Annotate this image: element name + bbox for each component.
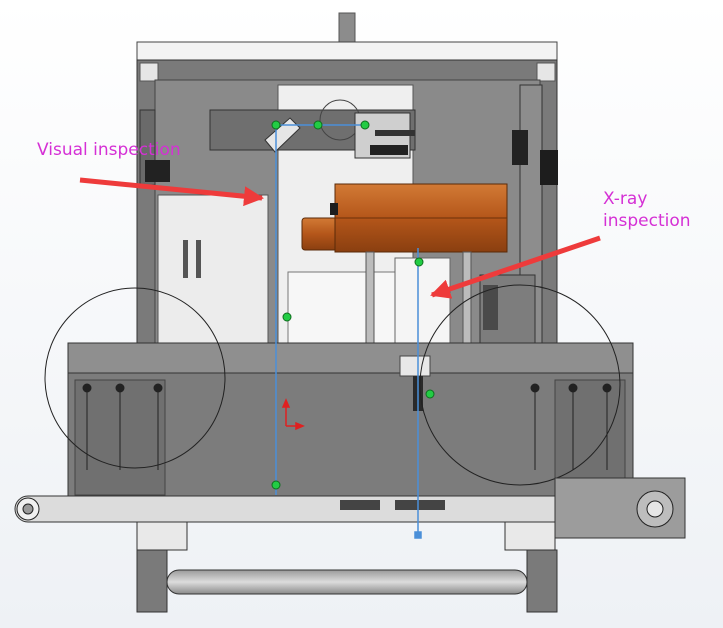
latches xyxy=(82,383,612,470)
xray-inspection-line1: X-ray xyxy=(603,189,648,209)
right-wheel-outline xyxy=(419,284,621,486)
xray-supports xyxy=(365,251,536,359)
xray-source xyxy=(301,183,508,253)
conveyor-body xyxy=(67,342,634,499)
xray-inspection-arrow xyxy=(430,235,601,299)
xray-inspection-label: X-ray inspection xyxy=(603,188,691,232)
visual-inspection-label: Visual inspection xyxy=(37,139,181,161)
camera-beam xyxy=(209,99,416,159)
left-wheel-outline xyxy=(44,287,226,469)
visual-inspection-text: Visual inspection xyxy=(37,140,181,160)
constraint-markers xyxy=(271,120,435,490)
xray-inspection-line2: inspection xyxy=(603,211,691,231)
top-cover xyxy=(136,41,558,63)
axis-indicator xyxy=(281,398,305,431)
conveyor-belt xyxy=(14,477,686,539)
visual-inspection-arrow xyxy=(79,177,264,207)
base-legs xyxy=(136,521,558,613)
